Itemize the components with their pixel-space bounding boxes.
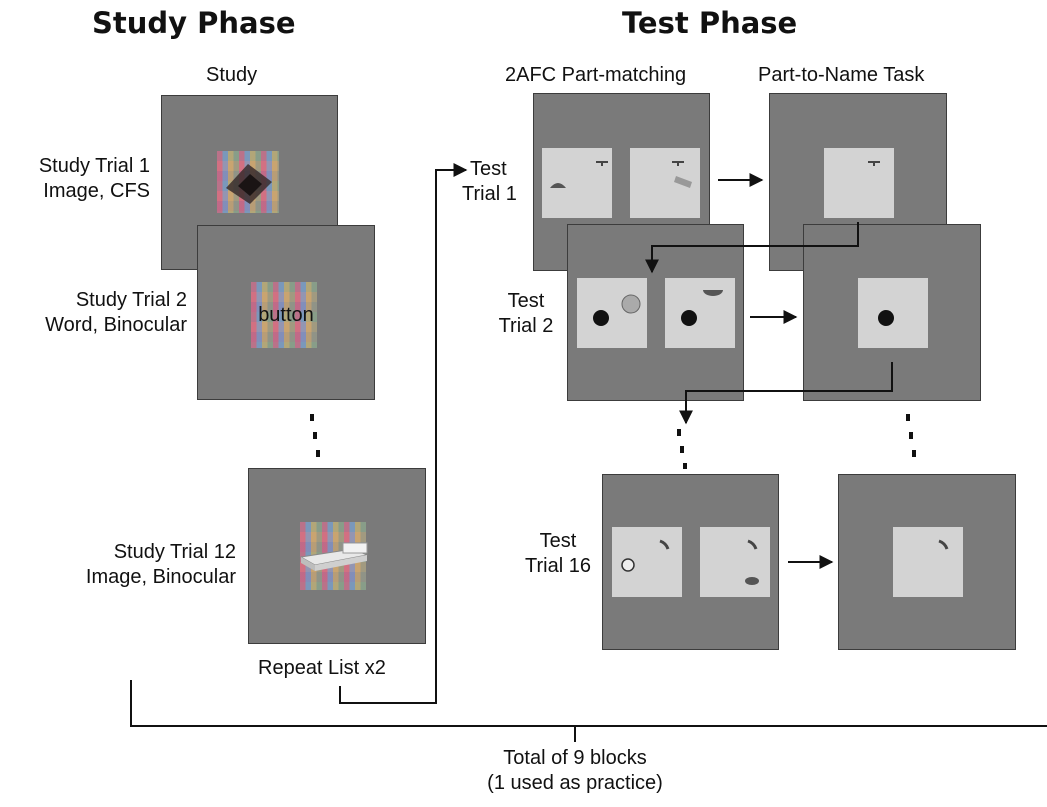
study-trial-1-detail: Image, CFS xyxy=(43,180,150,202)
part-to-name-column-label: Part-to-Name Task xyxy=(758,64,925,86)
test-trial-16-line2: Trial 16 xyxy=(525,555,591,577)
test-trial-1-line1: Test xyxy=(470,158,507,180)
test-2afc-ellipsis-dots xyxy=(677,429,687,469)
object-part-image xyxy=(938,539,949,550)
test-phase-heading: Test Phase xyxy=(622,6,798,40)
two-afc-column-label: 2AFC Part-matching xyxy=(505,64,687,86)
total-blocks-label: Total of 9 blocks (1 used as practice) xyxy=(430,746,720,796)
study-trial-2-title: Study Trial 2 xyxy=(75,289,187,311)
object-parts-image xyxy=(550,161,608,188)
test-trial-2-line1: Test xyxy=(507,290,545,312)
test-trial-2-2afc-screen xyxy=(567,224,744,401)
study-word: button xyxy=(258,304,314,326)
test-part-ellipsis-dots xyxy=(906,414,916,457)
choice-card-right xyxy=(665,278,735,348)
study-column-label: Study xyxy=(206,64,258,86)
study-trial-2-screen: button xyxy=(197,225,375,400)
blocks-bracket xyxy=(130,680,1047,727)
part-card xyxy=(824,148,894,218)
study-trial-12-detail: Image, Binocular xyxy=(85,566,236,588)
study-trial-12-label: Study Trial 12 Image, Binocular xyxy=(0,540,236,590)
total-blocks-line1: Total of 9 blocks xyxy=(503,747,647,769)
binocular-mondrian-mask xyxy=(251,282,317,348)
study-trial-2-detail: Word, Binocular xyxy=(45,314,187,336)
object-parts-image xyxy=(621,539,670,572)
test-trial-2-part-to-name-screen xyxy=(803,224,981,401)
test-trial-1-line2: Trial 1 xyxy=(462,183,517,205)
choice-card-right xyxy=(700,527,770,597)
part-card xyxy=(858,278,928,348)
study-object-image xyxy=(226,164,272,204)
test-trial-16-2afc-screen xyxy=(602,474,779,650)
study-trial-1-label: Study Trial 1 Image, CFS xyxy=(0,154,150,204)
total-blocks-line2: (1 used as practice) xyxy=(487,772,663,794)
study-trial-2-label: Study Trial 2 Word, Binocular xyxy=(0,288,187,338)
choice-card-right xyxy=(630,148,700,218)
test-trial-16-line1: Test xyxy=(539,530,577,552)
repeat-to-test-connector xyxy=(339,163,468,704)
object-parts-image xyxy=(593,294,641,326)
choice-card-left xyxy=(612,527,682,597)
study-ellipsis-dots xyxy=(310,414,320,457)
test-trial-1-label: Test Trial 1 xyxy=(462,157,517,207)
test-trial-16-part-to-name-screen xyxy=(838,474,1016,650)
study-trial-1-title: Study Trial 1 xyxy=(38,155,150,177)
bed-image xyxy=(299,542,369,571)
choice-card-left xyxy=(542,148,612,218)
study-trial-12-title: Study Trial 12 xyxy=(113,541,236,563)
test-trial-2-label: Test Trial 2 xyxy=(486,289,566,339)
repeat-list-label: Repeat List x2 xyxy=(258,657,386,679)
test-trial-16-label: Test Trial 16 xyxy=(508,529,608,579)
choice-card-left xyxy=(577,278,647,348)
study-phase-heading: Study Phase xyxy=(92,6,296,40)
object-part-image xyxy=(868,161,880,166)
test-trial-2-line2: Trial 2 xyxy=(498,315,554,337)
object-part-image xyxy=(878,310,894,326)
object-parts-image xyxy=(681,290,723,326)
object-parts-image xyxy=(745,539,759,585)
trial-1-to-2-connector xyxy=(645,222,859,274)
object-parts-image xyxy=(672,161,692,188)
trial-2-to-next-connector xyxy=(679,362,893,425)
study-trial-12-screen xyxy=(248,468,426,644)
part-card xyxy=(893,527,963,597)
